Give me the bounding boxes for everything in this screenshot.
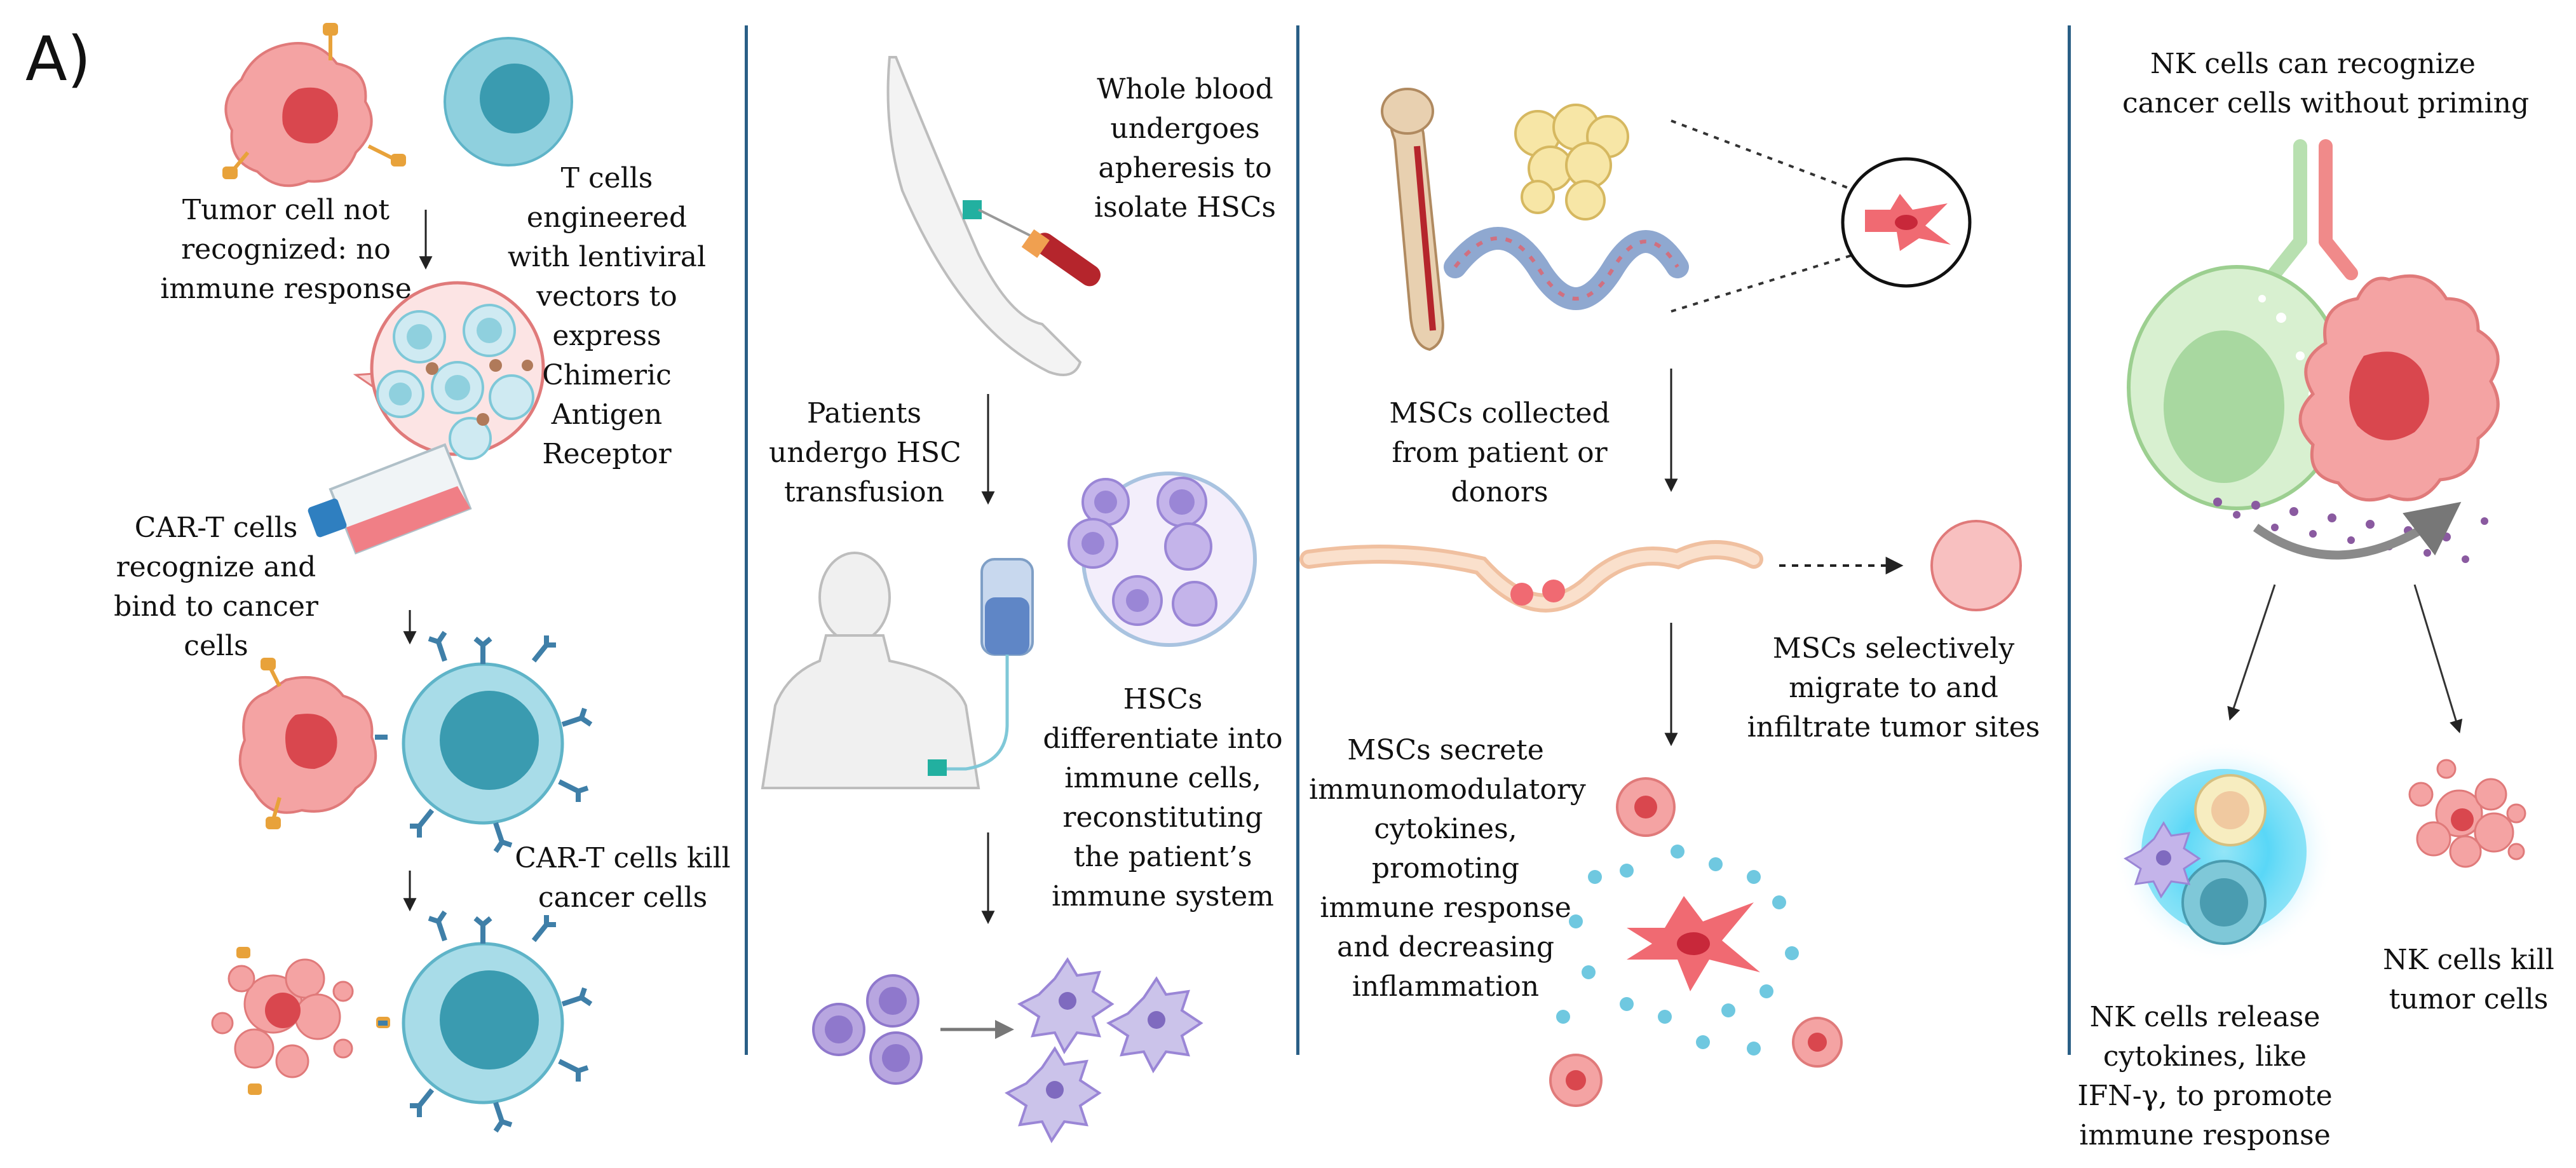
label-t-cells-engineered: T cells engineered with lentiviral vecto…	[507, 162, 707, 470]
car-t-binding-icon	[238, 630, 593, 853]
nk-cell-icon	[2127, 265, 2347, 510]
t-cell-icon	[444, 37, 573, 166]
car-t-section	[211, 23, 593, 1133]
patient-transfusion-icon	[761, 472, 1257, 789]
section-divider-1	[745, 25, 748, 1055]
label-nk-release: NK cells release cytokines, like IFN-γ, …	[2077, 1001, 2333, 1151]
cancer-cell-icon	[2298, 274, 2500, 502]
tissue-migration-icon	[1299, 520, 2022, 613]
label-tumor-not-recognized: Tumor cell not recognized: no immune res…	[160, 194, 412, 305]
nk-section	[2113, 139, 2526, 963]
culture-flask-icon	[308, 443, 472, 555]
umbilical-cord-icon	[1444, 227, 1689, 310]
antibody-icon	[2268, 139, 2358, 280]
label-nk-kill: NK cells kill tumor cells	[2383, 944, 2554, 1015]
adipose-icon	[1514, 104, 1629, 221]
label-msc-migrate: MSCs selectively migrate to and infiltra…	[1747, 632, 2040, 744]
label-whole-blood: Whole blood undergoes apheresis to isola…	[1094, 73, 1276, 224]
label-car-t-kill: CAR-T cells kill cancer cells	[515, 842, 731, 914]
label-car-t-recognize: CAR-T cells recognize and bind to cancer…	[114, 512, 318, 662]
lentiviral-magnifier	[353, 281, 545, 460]
tumor-cell-icon	[222, 23, 406, 187]
label-msc-collected: MSCs collected from patient or donors	[1389, 397, 1610, 508]
panel-label: A)	[25, 24, 92, 95]
msc-magnified-icon	[1841, 157, 1972, 288]
section-divider-3	[2068, 25, 2071, 1055]
label-hsc-transfusion: Patients undergo HSC transfusion	[769, 397, 961, 508]
msc-cytokines-icon	[1549, 777, 1843, 1107]
immune-response-icon	[2113, 740, 2335, 963]
label-msc-secrete: MSCs secrete immunomodulatory cytokines,…	[1309, 734, 1586, 1003]
car-t-killing-icon	[211, 910, 593, 1133]
label-hsc-differentiate: HSCs differentiate into immune cells, re…	[1043, 683, 1283, 913]
msc-section	[1299, 88, 2022, 1107]
hsc-differentiation-icon	[812, 957, 1203, 1143]
arm-apheresis-icon	[886, 56, 1101, 376]
hsc-section	[761, 56, 1257, 1143]
label-nk-recognize: NK cells can recognize cancer cells with…	[2122, 48, 2530, 119]
bone-icon	[1381, 88, 1444, 351]
section-divider-2	[1296, 25, 1299, 1055]
